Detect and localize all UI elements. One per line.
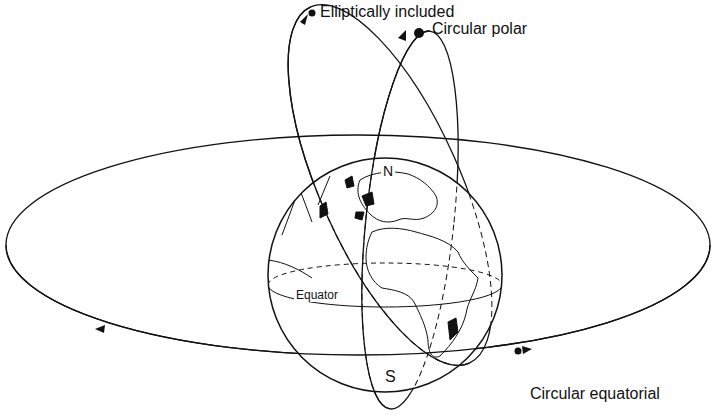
equatorial-orbit-front [6, 245, 710, 355]
orbit-arrowhead [95, 325, 105, 333]
orbit-label: N [381, 164, 395, 179]
satellite-dot [515, 348, 522, 355]
orbit-label: Circular equatorial [530, 385, 660, 403]
orbit-label: Circular polar [432, 20, 527, 38]
orbit-arrowhead [300, 14, 308, 25]
coast-line [268, 260, 312, 278]
orbit-arrowhead [398, 30, 406, 41]
polar-orbit-back [346, 26, 473, 413]
orbit-label: Elliptically included [320, 3, 454, 21]
satellite-dot [309, 10, 316, 17]
africa-outline [366, 228, 478, 357]
orbit-label: Equator [294, 289, 340, 302]
orbit-label: S [383, 368, 398, 386]
polar-orbit-front [346, 26, 429, 409]
earth-globe [268, 158, 502, 392]
madagascar [448, 318, 458, 340]
inclined-orbit [247, 0, 534, 392]
satellite-dot [414, 28, 424, 38]
inclined-orbit-front [247, 7, 470, 392]
inclined-orbit-back [247, 0, 534, 392]
orbit-arrowhead [522, 346, 532, 354]
